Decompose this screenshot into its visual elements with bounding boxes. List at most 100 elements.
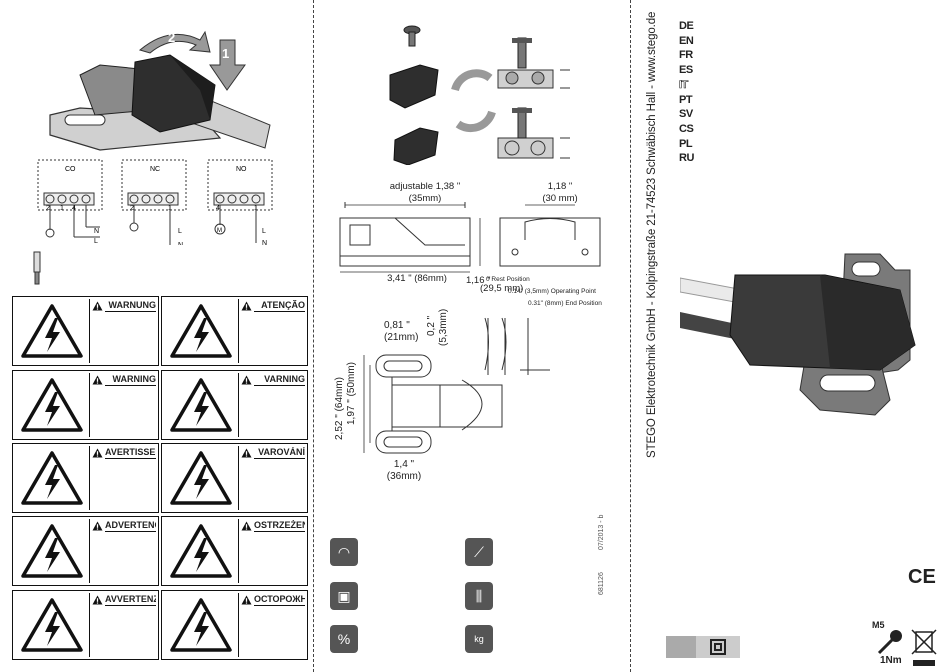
warning-box: ADVERTENCIA [12, 516, 159, 586]
svg-text:NO: NO [236, 166, 247, 173]
step-2-label: 2 [168, 30, 175, 45]
warning-mini-icon [241, 301, 252, 311]
product-photo [680, 253, 916, 416]
torque-screw: M5 [872, 620, 885, 630]
warning-box: WARNUNG [12, 296, 159, 366]
language-code-sv: SV [679, 108, 693, 121]
svg-text:4: 4 [216, 205, 220, 212]
doc-id: 681126 [598, 572, 605, 595]
ce-mark: CE [908, 566, 936, 588]
warning-title: WARNUNG [105, 300, 156, 312]
rest-position-label: 0 Rest Position [486, 276, 530, 283]
clip-section-bottom [497, 107, 570, 159]
color-swatch [666, 636, 696, 658]
language-code-en: EN [679, 34, 694, 47]
warning-mini-icon [241, 595, 252, 605]
wiring-diagrams: CO 214 NL NC 21 LN NO 41 M LN [37, 159, 273, 245]
svg-text:2: 2 [46, 205, 50, 212]
language-code-de: DE [679, 20, 694, 32]
front-view-drawing [499, 204, 601, 267]
warning-title: VAROVÁNÍ [254, 447, 305, 459]
rotate-arrows-icon [451, 69, 496, 133]
protection-class-icon: ▣ [330, 582, 358, 610]
warning-box: VAROVÁNÍ [161, 443, 308, 513]
warning-box: VARNING [161, 370, 308, 440]
company-address: STEGO Elektrotechnik GmbH - Kolpingstraß… [646, 11, 658, 458]
cable-icon: ⟋ [465, 538, 493, 566]
dim-width-in: 1,18 " [547, 181, 573, 192]
warning-box: ОСТОРОЖНО [161, 590, 308, 660]
warning-box: WARNING [12, 370, 159, 440]
dim-base-in: 1,4 " [393, 459, 415, 470]
wiring-co: CO 214 NL [37, 159, 103, 245]
high-voltage-warning-icon [15, 373, 90, 437]
warning-mini-icon [241, 521, 252, 531]
screw-icon [403, 25, 421, 47]
dim-adjustable-mm: (35mm) [408, 193, 442, 204]
language-code-ru: RU [679, 152, 694, 165]
warning-title: ATENÇÃO [254, 300, 305, 312]
dim-width-mm: (30 mm) [542, 193, 578, 204]
dim-total-height: 2,52 " (64mm) [334, 376, 345, 440]
warning-mini-icon [92, 301, 103, 311]
warning-mini-icon [241, 448, 252, 458]
warning-mini-icon [92, 521, 103, 531]
language-code-es: ES [679, 64, 693, 77]
ferrule-icon [33, 251, 41, 285]
operating-point-label: 0.14" (3,5mm) Operating Point [508, 288, 596, 295]
dim-depth-mm: (5,3mm) [438, 308, 449, 346]
wiring-no: NO 41 M LN [207, 159, 273, 245]
weight-icon: kg [465, 625, 493, 653]
high-voltage-warning-icon [15, 519, 90, 583]
language-code-fr: FR [679, 49, 693, 62]
high-voltage-warning-icon [15, 446, 90, 510]
temperature-icon: ⫼ [465, 582, 493, 610]
dim-adjustable-in: adjustable 1,38 " [389, 181, 461, 192]
warning-mini-icon [241, 375, 252, 385]
step-1-label: 1 [222, 46, 229, 61]
high-voltage-warning-icon [15, 593, 90, 657]
screwdriver-icon [877, 630, 902, 655]
warning-mini-icon [92, 448, 103, 458]
side-view-drawing [339, 202, 601, 273]
fold-line-2 [630, 0, 631, 672]
tolerance-icon: ◠ [330, 538, 358, 566]
dim-base-mm: (36mm) [386, 471, 422, 482]
warning-title: OSTRZEŻENIE [254, 520, 305, 532]
dim-inner-height: 1,97 " (50mm) [346, 361, 357, 425]
high-voltage-warning-icon [164, 373, 239, 437]
svg-text:N: N [262, 240, 267, 245]
warning-title: WARNING [105, 374, 156, 386]
warning-box: ATENÇÃO [161, 296, 308, 366]
mounting-illustration: 1 2 [49, 30, 271, 151]
language-code-pl: PL [679, 137, 693, 150]
dim-hole-in: 0,81 " [384, 320, 410, 331]
high-voltage-warning-icon [164, 446, 239, 510]
torque-value: 1Nm [880, 655, 902, 666]
svg-text:M: M [217, 228, 222, 234]
high-voltage-warning-icon [164, 593, 239, 657]
top-view-drawing [363, 354, 503, 454]
svg-text:L: L [178, 228, 182, 235]
high-voltage-warning-icon [15, 299, 90, 363]
svg-text:L: L [262, 228, 266, 235]
clip-assembly-illustration [389, 25, 570, 165]
weee-bin-icon [911, 629, 937, 666]
warning-title: ADVERTENCIA [105, 520, 156, 532]
wiring-nc: NC 21 LN [121, 159, 187, 245]
svg-text:NC: NC [150, 166, 160, 173]
dim-height-in: 1,16 " [466, 275, 491, 286]
svg-text:N: N [94, 228, 99, 235]
svg-text:2: 2 [130, 205, 134, 212]
double-insulation-icon [710, 639, 726, 655]
warning-box: AVERTISSEMENT [12, 443, 159, 513]
doc-date: 07/2013 - b [598, 514, 605, 550]
humidity-icon: % [330, 625, 358, 653]
end-position-label: 0.31" (8mm) End Position [528, 300, 602, 307]
svg-text:L: L [94, 238, 98, 245]
dim-hole-mm: (21mm) [384, 332, 419, 343]
warning-box: AVVERTENZA [12, 590, 159, 660]
svg-text:CO: CO [65, 166, 76, 173]
clip-section-top [497, 37, 570, 89]
language-code-cs: CS [679, 122, 694, 135]
